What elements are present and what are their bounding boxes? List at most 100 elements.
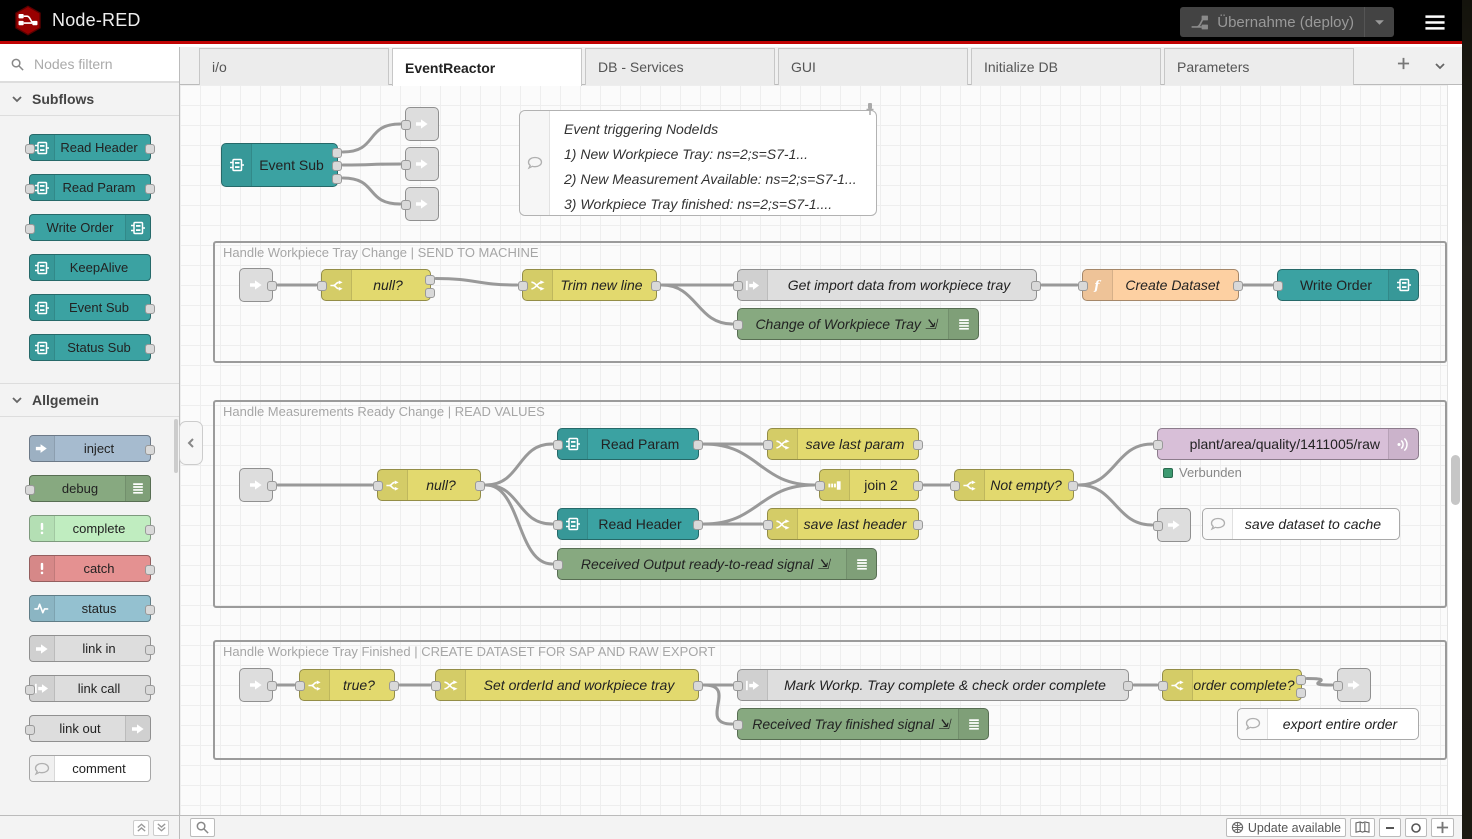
flow-node-g2-join[interactable]: join 2 <box>815 469 923 501</box>
expand-all-button[interactable] <box>153 819 169 836</box>
input-port[interactable] <box>1273 281 1283 291</box>
navigator-button[interactable] <box>1350 818 1375 837</box>
flow-group-2[interactable]: Handle Measurements Ready Change | READ … <box>213 400 1447 608</box>
flow-node-g2-read-param[interactable]: Read Param <box>553 428 703 460</box>
input-port[interactable] <box>950 481 960 491</box>
flow-node-linkout-top-3[interactable] <box>401 187 439 221</box>
flow-node-g2-null[interactable]: null? <box>373 469 485 501</box>
zoom-out-button[interactable] <box>1379 818 1401 837</box>
output-port[interactable] <box>1068 481 1078 491</box>
tab-eventreactor[interactable]: EventReactor <box>392 48 582 86</box>
flow-node-g2-mqtt-out[interactable]: plant/area/quality/1411005/raw <box>1153 428 1419 460</box>
palette-node-write-order[interactable]: Write Order <box>24 214 151 241</box>
output-port[interactable] <box>425 274 435 285</box>
flow-node-g2-read-header[interactable]: Read Header <box>553 508 703 540</box>
output-port[interactable] <box>475 481 485 491</box>
input-port[interactable] <box>1158 681 1168 691</box>
input-port[interactable] <box>1078 281 1088 291</box>
tab-i-o[interactable]: i/o <box>199 48 389 85</box>
scrollbar-thumb[interactable] <box>1451 455 1460 505</box>
flow-node-g3-mark-complete[interactable]: Mark Workp. Tray complete & check order … <box>733 669 1133 701</box>
flow-list-button[interactable] <box>1434 60 1446 72</box>
flow-node-g2-link-in[interactable] <box>239 468 277 502</box>
palette-node-status-sub[interactable]: Status Sub <box>28 334 155 361</box>
palette-node-catch[interactable]: catch <box>28 555 155 582</box>
flow-node-g1-write-order[interactable]: Write Order <box>1273 269 1419 301</box>
wire[interactable] <box>660 283 734 326</box>
palette-collapse-toggle[interactable] <box>179 421 203 465</box>
flow-group-1[interactable]: Handle Workpiece Tray Change | SEND TO M… <box>213 241 1447 363</box>
input-port[interactable] <box>733 320 743 330</box>
flow-node-g2-not-empty[interactable]: Not empty? <box>950 469 1078 501</box>
output-port[interactable] <box>144 444 155 455</box>
palette-node-link-out[interactable]: link out <box>24 715 151 742</box>
input-port[interactable] <box>24 684 35 695</box>
flow-node-g2-link-out[interactable] <box>1153 508 1191 542</box>
add-flow-button[interactable] <box>1397 57 1410 70</box>
flow-node-g3-true[interactable]: true? <box>295 669 399 701</box>
palette-node-debug[interactable]: debug <box>24 475 151 502</box>
input-port[interactable] <box>401 200 411 210</box>
output-port[interactable] <box>267 281 277 291</box>
output-port[interactable] <box>1233 281 1243 291</box>
flow-canvas[interactable]: Handle Workpiece Tray Change | SEND TO M… <box>180 85 1447 815</box>
input-port[interactable] <box>1333 681 1343 691</box>
output-port[interactable] <box>144 684 155 695</box>
output-port[interactable] <box>913 440 923 450</box>
zoom-reset-button[interactable] <box>1405 818 1427 837</box>
palette-scrollbar[interactable] <box>174 419 178 473</box>
input-port[interactable] <box>553 440 563 450</box>
flow-node-g3-comment-export[interactable]: export entire order <box>1237 708 1419 740</box>
wire[interactable] <box>702 442 816 487</box>
output-port[interactable] <box>425 287 435 298</box>
update-available-button[interactable]: Update available <box>1225 818 1346 837</box>
flow-node-g2-debug-received[interactable]: Received Output ready-to-read signal ⇲ <box>553 548 877 580</box>
flow-node-g2-save-last-header[interactable]: save last header <box>763 508 923 540</box>
tab-parameters[interactable]: Parameters <box>1164 48 1354 85</box>
output-port[interactable] <box>332 161 342 171</box>
flow-node-g2-comment-cache[interactable]: save dataset to cache <box>1202 508 1400 540</box>
output-port[interactable] <box>144 644 155 655</box>
wire[interactable] <box>484 442 554 487</box>
input-port[interactable] <box>1153 440 1163 450</box>
wire[interactable] <box>1077 442 1154 487</box>
output-port[interactable] <box>144 303 155 314</box>
wire[interactable] <box>484 483 554 526</box>
input-port[interactable] <box>733 281 743 291</box>
flow-node-g1-null[interactable]: null? <box>317 269 435 301</box>
palette-search-input[interactable] <box>32 55 169 73</box>
flow-node-g1-debug-change-tray[interactable]: Change of Workpiece Tray ⇲ <box>733 308 979 340</box>
input-port[interactable] <box>553 560 563 570</box>
deploy-button[interactable]: Übernahme (deploy) <box>1180 7 1394 37</box>
main-menu-button[interactable] <box>1424 14 1446 31</box>
input-port[interactable] <box>401 120 411 130</box>
palette-node-read-param[interactable]: Read Param <box>24 174 155 201</box>
output-port[interactable] <box>693 440 703 450</box>
output-port[interactable] <box>144 343 155 354</box>
flow-node-g1-trim[interactable]: Trim new line <box>518 269 661 301</box>
palette-node-complete[interactable]: complete <box>28 515 155 542</box>
wire[interactable] <box>341 176 402 206</box>
input-port[interactable] <box>24 724 35 735</box>
tab-gui[interactable]: GUI <box>778 48 968 85</box>
wire[interactable] <box>434 277 519 287</box>
wire[interactable] <box>341 162 402 167</box>
deploy-options-caret[interactable] <box>1364 7 1394 37</box>
palette-node-status[interactable]: status <box>28 595 155 622</box>
palette-section-allgemein[interactable]: Allgemein <box>0 383 179 417</box>
input-port[interactable] <box>733 720 743 730</box>
input-port[interactable] <box>1153 521 1163 531</box>
input-port[interactable] <box>553 520 563 530</box>
tab-db-services[interactable]: DB - Services <box>585 48 775 85</box>
input-port[interactable] <box>431 681 441 691</box>
output-port[interactable] <box>144 604 155 615</box>
palette-node-keepalive[interactable]: KeepAlive <box>28 254 151 281</box>
input-port[interactable] <box>373 481 383 491</box>
workspace-search-button[interactable] <box>190 818 215 837</box>
output-port[interactable] <box>651 281 661 291</box>
flow-node-g3-link-in[interactable] <box>239 668 277 702</box>
input-port[interactable] <box>763 440 773 450</box>
wire[interactable] <box>702 683 734 726</box>
palette-section-subflows[interactable]: Subflows <box>0 82 179 116</box>
